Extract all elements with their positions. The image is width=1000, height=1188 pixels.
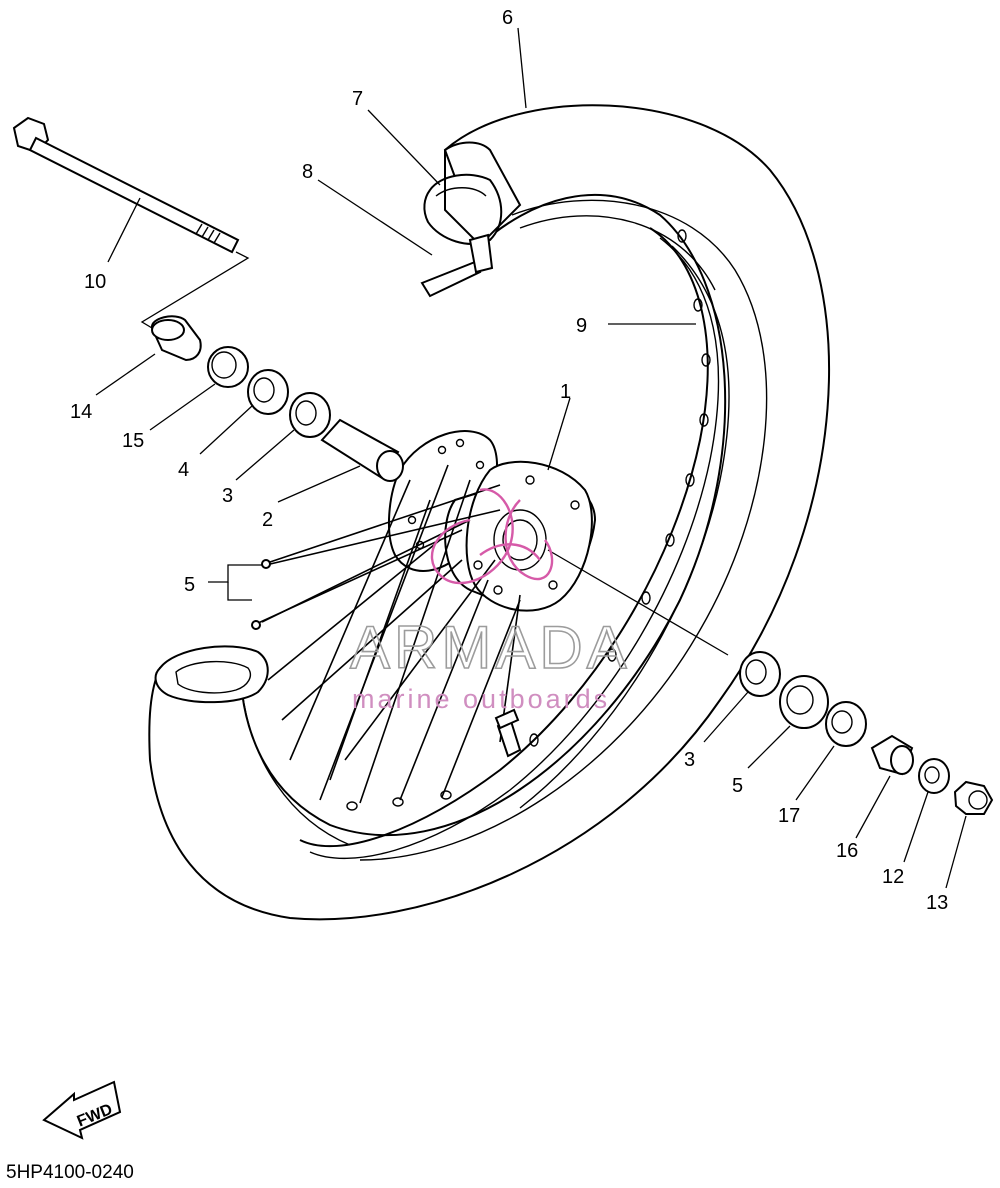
tire [148, 104, 831, 921]
hub [387, 430, 597, 612]
collar-right [870, 734, 914, 776]
leader-lines [95, 27, 967, 889]
valve-lock [420, 233, 494, 298]
spokes [251, 464, 521, 804]
rim-band [444, 141, 522, 247]
callout-5: 5 [732, 775, 743, 797]
watermark-brand: ARMADA [350, 614, 631, 681]
bearing-left-3 [289, 392, 331, 438]
callout-11: 10 [84, 271, 106, 293]
rim-spoke-holes [346, 229, 711, 811]
bearing-left-4 [247, 369, 289, 415]
callout-16: 16 [836, 840, 858, 862]
washer-17 [825, 701, 867, 747]
callout-14: 14 [70, 401, 92, 423]
watermark-logo [430, 488, 554, 585]
valve-stem [494, 708, 522, 758]
bearing-right-3 [739, 651, 781, 697]
callout-4: 4 [178, 459, 189, 481]
spacer [320, 418, 404, 482]
callout-3-left: 3 [222, 485, 233, 507]
watermark-tagline: marine outboards [352, 684, 610, 714]
callout-12: 12 [882, 866, 904, 888]
oil-seal-right [779, 675, 829, 729]
fwd-arrow-icon: FWD [42, 1080, 122, 1140]
rim [299, 227, 730, 860]
callout-13: 13 [926, 892, 948, 914]
callout-15: 15 [122, 430, 144, 452]
callout-17: 17 [778, 805, 800, 827]
washer-12 [918, 758, 950, 794]
callout-3-right: 3 [684, 749, 695, 771]
watermark: ARMADA marine outboards [349, 488, 631, 714]
callout-6: 5 [184, 574, 195, 596]
callout-1: 1 [560, 381, 571, 403]
callout-7: 6 [502, 7, 513, 29]
oil-seal-left [207, 346, 249, 388]
axle [12, 116, 240, 254]
callout-8: 7 [352, 88, 363, 110]
drawing-code: 5HP4100-0240 [6, 1162, 134, 1183]
callout-9: 8 [302, 161, 313, 183]
collar-left [151, 315, 202, 362]
callouts: 6 7 8 9 10 14 15 4 3 2 1 5 3 5 5 7 17 16… [70, 7, 948, 914]
callout-2: 2 [262, 509, 273, 531]
callout-10: 9 [576, 315, 587, 337]
axle-nut [953, 780, 994, 815]
